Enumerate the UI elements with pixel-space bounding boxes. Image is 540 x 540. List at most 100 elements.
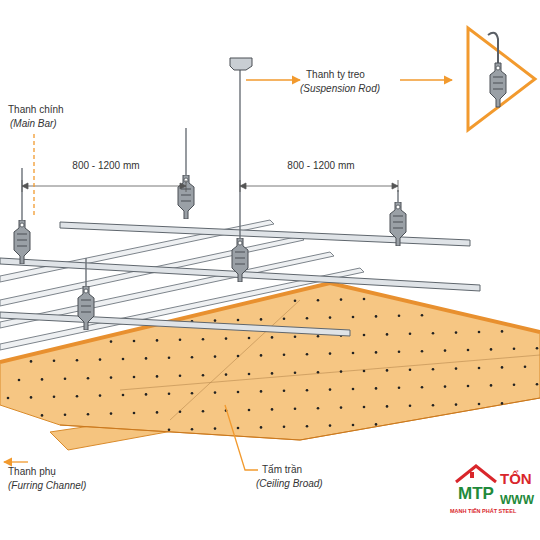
- screw-dot: [363, 334, 366, 337]
- screw-dot: [455, 331, 458, 334]
- screw-dot: [375, 423, 378, 426]
- screw-dot: [421, 386, 424, 389]
- screw-dot: [87, 377, 90, 380]
- dimension-label: 800 - 1200 mm: [70, 160, 141, 172]
- hanger-clip: [232, 238, 248, 282]
- screw-dot: [536, 383, 539, 386]
- screw-dot: [421, 350, 424, 353]
- screw-dot: [214, 355, 217, 358]
- logo-tagline: MẠNH TIẾN PHÁT STEEL: [450, 508, 516, 514]
- screw-dot: [352, 352, 355, 355]
- screw-dot: [340, 298, 343, 301]
- screw-dot: [340, 406, 343, 409]
- screw-dot: [237, 355, 240, 358]
- screw-dot: [179, 375, 182, 378]
- screw-dot: [455, 403, 458, 406]
- furring-channels: [0, 220, 364, 350]
- screw-dot: [317, 299, 320, 302]
- screw-dot: [225, 337, 228, 340]
- screw-dot: [467, 349, 470, 352]
- screw-dot: [87, 413, 90, 416]
- screw-dot: [513, 384, 516, 387]
- screw-dot: [214, 391, 217, 394]
- screw-dot: [168, 357, 171, 360]
- screw-dot: [513, 348, 516, 351]
- screw-dot: [76, 359, 79, 362]
- main-bars: [0, 222, 480, 336]
- screw-dot: [352, 424, 355, 427]
- screw-dot: [375, 387, 378, 390]
- screw-dot: [409, 333, 412, 336]
- screw-dot: [64, 414, 67, 417]
- screw-dot: [168, 393, 171, 396]
- leader-lines: [4, 80, 452, 470]
- screw-dot: [467, 385, 470, 388]
- screw-dot: [191, 428, 194, 431]
- watermark: TỔN: [500, 470, 532, 487]
- screw-dot: [444, 349, 447, 352]
- screw-dot: [501, 330, 504, 333]
- inset-hanger: [490, 63, 506, 107]
- screw-dot: [260, 390, 263, 393]
- screw-dot: [352, 388, 355, 391]
- screw-dot: [156, 375, 159, 378]
- screw-dot: [168, 429, 171, 432]
- screw-dot: [329, 388, 332, 391]
- screw-dot: [421, 314, 424, 317]
- screw-dot: [340, 370, 343, 373]
- screw-dot: [294, 300, 297, 303]
- board-edge: [0, 283, 540, 362]
- part-name: Thanh phụ: [8, 466, 56, 478]
- screw-dot: [294, 372, 297, 375]
- screw-dot: [214, 319, 217, 322]
- screw-dot: [283, 426, 286, 429]
- screw-dot: [53, 396, 56, 399]
- screw-dot: [64, 378, 67, 381]
- screw-dot: [294, 408, 297, 411]
- screw-dot: [432, 332, 435, 335]
- part-name-english: (Main Bar): [10, 118, 57, 130]
- screw-dot: [398, 351, 401, 354]
- screw-dot: [122, 358, 125, 361]
- screw-dot: [248, 373, 251, 376]
- screw-dot: [260, 354, 263, 357]
- screw-dot: [317, 407, 320, 410]
- screw-dot: [18, 379, 21, 382]
- screw-dot: [283, 354, 286, 357]
- screw-dot: [536, 347, 539, 350]
- screw-dot: [306, 317, 309, 320]
- ceiling-board: [0, 283, 540, 440]
- hanger-clip: [390, 202, 406, 246]
- screw-dot: [409, 369, 412, 372]
- logo-roof: [456, 466, 496, 482]
- part-name: Thanh chính: [8, 104, 64, 116]
- logo-chimney: [470, 472, 474, 478]
- part-name-english: (Furring Channel): [8, 480, 86, 492]
- part-name-english: (Ceiling Broad): [256, 478, 323, 490]
- hanger-clip: [14, 220, 30, 264]
- screw-dot: [294, 336, 297, 339]
- screw-dot: [260, 318, 263, 321]
- screw-dot: [329, 352, 332, 355]
- part-name-english: (Suspension Rod): [300, 83, 380, 95]
- screw-dot: [133, 340, 136, 343]
- screw-dot: [248, 337, 251, 340]
- screw-dot: [490, 384, 493, 387]
- screw-dot: [41, 414, 44, 417]
- screw-dot: [363, 298, 366, 301]
- screw-dot: [432, 404, 435, 407]
- screw-dot: [202, 338, 205, 341]
- screw-dot: [237, 391, 240, 394]
- screw-dot: [122, 394, 125, 397]
- screw-dot: [363, 370, 366, 373]
- screw-dot: [145, 393, 148, 396]
- screw-dot: [271, 408, 274, 411]
- dimension-label: 800 - 1200 mm: [285, 160, 356, 172]
- screw-dot: [30, 360, 33, 363]
- part-name: Tấm trần: [262, 464, 302, 476]
- screw-dot: [237, 319, 240, 322]
- screw-dot: [76, 395, 79, 398]
- part-name: Thanh ty treo: [306, 69, 365, 81]
